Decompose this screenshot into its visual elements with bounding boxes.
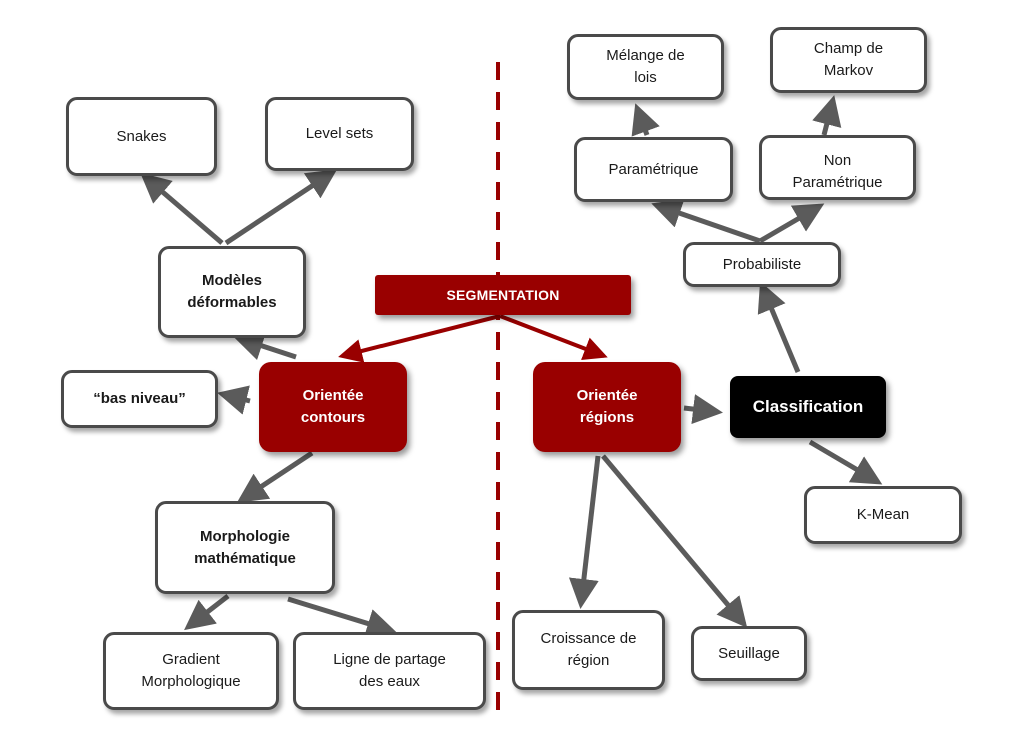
arrow-modeles-to-snakes <box>140 172 224 245</box>
node-ligne-de-partage: Ligne de partage des eaux <box>293 632 486 710</box>
node-croissance-de-region: Croissance de région <box>512 610 665 690</box>
node-seuillage: Seuillage <box>691 626 807 681</box>
node-classification: Classification <box>730 376 886 438</box>
arrow-contours-to-morphologie <box>236 450 314 503</box>
arrow-probabiliste-to-non-parametrique <box>758 203 825 244</box>
arrow-segmentation-to-regions <box>499 314 608 361</box>
arrow-regions-to-seuillage <box>601 454 748 628</box>
arrow-regions-to-classification <box>683 394 723 424</box>
arrow-classification-to-probabiliste <box>757 281 801 373</box>
arrow-non-parametrique-to-markov <box>812 95 842 136</box>
node-melange-de-lois: Mélange de lois <box>567 34 724 100</box>
arrow-contours-to-bas-niveau <box>217 385 251 415</box>
arrow-parametrique-to-melange <box>631 103 660 137</box>
node-probabiliste: Probabiliste <box>683 242 841 287</box>
node-gradient-morphologique: Gradient Morphologique <box>103 632 279 710</box>
arrow-modeles-to-level-sets <box>224 169 338 246</box>
node-morphologie-mathematique: Morphologie mathématique <box>155 501 335 594</box>
arrow-morphologie-to-gradient <box>184 594 230 631</box>
node-level-sets: Level sets <box>265 97 414 171</box>
node-k-mean: K-Mean <box>804 486 962 544</box>
node-bas-niveau: “bas niveau” <box>61 370 218 428</box>
node-champ-de-markov: Champ de Markov <box>770 27 927 93</box>
arrow-probabiliste-to-parametrique <box>651 199 761 244</box>
arrow-regions-to-croissance <box>568 455 601 609</box>
node-segmentation: SEGMENTATION <box>375 275 631 315</box>
arrow-morphologie-to-ligne <box>287 596 397 638</box>
node-snakes: Snakes <box>66 97 217 176</box>
node-parametrique: Paramétrique <box>574 137 733 202</box>
node-non-parametrique: Non Paramétrique <box>759 135 916 200</box>
arrow-contours-to-modeles <box>233 331 297 361</box>
arrow-segmentation-to-contours <box>338 314 501 363</box>
node-modeles-deformables: Modèles déformables <box>158 246 306 338</box>
node-orientee-regions: Orientée régions <box>533 362 681 452</box>
node-orientee-contours: Orientée contours <box>259 362 407 452</box>
arrow-classification-to-kmean <box>808 439 883 485</box>
